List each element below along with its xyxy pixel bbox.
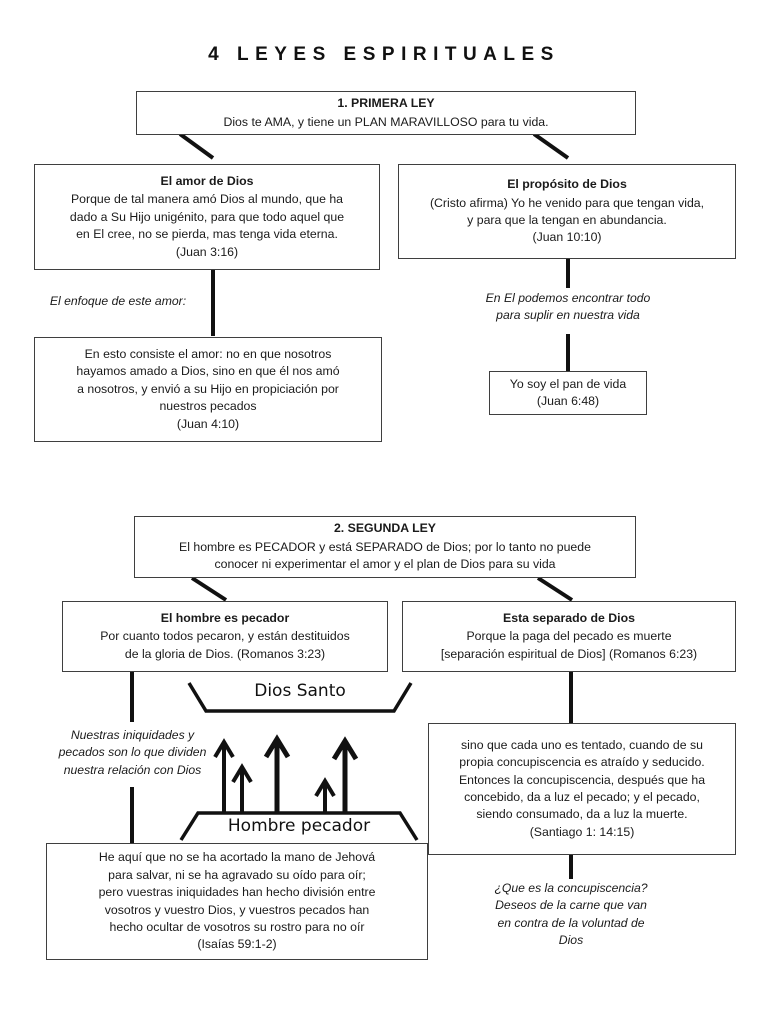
law1-right-note: En El podemos encontrar todo para suplir… bbox=[485, 291, 651, 323]
law1-left-box: El amor de Dios Porque de tal manera amó… bbox=[34, 164, 380, 270]
law2-header-box: 2. SEGUNDA LEY El hombre es PECADOR y es… bbox=[134, 516, 636, 578]
law2-right-heading: Esta separado de Dios bbox=[503, 610, 635, 625]
law2-left-heading: El hombre es pecador bbox=[160, 610, 290, 625]
hombre-pecador-label: Hombre pecador bbox=[227, 816, 371, 836]
law1-left-heading: El amor de Dios bbox=[160, 173, 254, 188]
law2-header-body: El hombre es PECADOR y está SEPARADO de … bbox=[179, 539, 591, 572]
sin-arrows-group bbox=[213, 734, 359, 813]
law1-right-body: (Cristo afirma) Yo he venido para que te… bbox=[429, 195, 705, 245]
law2-left-box: El hombre es pecador Por cuanto todos pe… bbox=[62, 601, 388, 672]
law1-right-sub-body: Yo soy el pan de vida (Juan 6:48) bbox=[509, 376, 627, 408]
law2-left-body: Por cuanto todos pecaron, y están destit… bbox=[100, 629, 350, 661]
law2-header-heading: 2. SEGUNDA LEY bbox=[333, 521, 437, 536]
connector-law2-left-diagonal bbox=[190, 576, 228, 602]
sin-arrow-4 bbox=[314, 777, 336, 813]
law2-right-note: ¿Que es la concupiscencia? Deseos de la … bbox=[494, 881, 648, 947]
law1-header-body: Dios te AMA, y tiene un PLAN MARAVILLOSO… bbox=[223, 114, 549, 129]
law1-left-sub-body: En esto consiste el amor: no en que noso… bbox=[76, 346, 340, 431]
law1-right-box: El propósito de Dios (Cristo afirma) Yo … bbox=[398, 164, 736, 259]
law2-right-box: Esta separado de Dios Porque la paga del… bbox=[402, 601, 736, 672]
law1-right-sub-box: Yo soy el pan de vida (Juan 6:48) bbox=[489, 371, 647, 415]
law1-left-sub-box: En esto consiste el amor: no en que noso… bbox=[34, 337, 382, 442]
law1-right-heading: El propósito de Dios bbox=[507, 177, 627, 192]
law1-left-body: Porque de tal manera amó Dios al mundo, … bbox=[69, 192, 345, 259]
page-title: 4 LEYES ESPIRITUALES bbox=[208, 44, 560, 65]
law2-right-body: Porque la paga del pecado es muerte [sep… bbox=[440, 629, 698, 661]
law2-left-sub-body: He aquí que no se ha acortado la mano de… bbox=[98, 850, 376, 952]
law1-left-note: El enfoque de este amor: bbox=[49, 294, 187, 308]
connector-law1-left-diagonal bbox=[178, 132, 215, 160]
law2-right-sub-body: sino que cada uno es tentado, cuando de … bbox=[458, 737, 706, 839]
law1-header-box: 1. PRIMERA LEY Dios te AMA, y tiene un P… bbox=[136, 91, 636, 135]
connector-law2-right-diagonal bbox=[536, 576, 574, 602]
law2-left-note: Nuestras iniquidades y pecados son lo qu… bbox=[58, 728, 207, 777]
law1-header-heading: 1. PRIMERA LEY bbox=[337, 96, 435, 111]
dios-santo-label: Dios Santo bbox=[254, 681, 346, 701]
sin-arrow-3 bbox=[263, 734, 291, 813]
law2-right-sub-box: sino que cada uno es tentado, cuando de … bbox=[428, 723, 736, 855]
connector-law1-right-diagonal bbox=[532, 132, 570, 160]
sin-arrow-5 bbox=[331, 736, 359, 813]
law2-left-sub-box: He aquí que no se ha acortado la mano de… bbox=[46, 843, 428, 960]
sin-arrow-2 bbox=[231, 763, 253, 813]
